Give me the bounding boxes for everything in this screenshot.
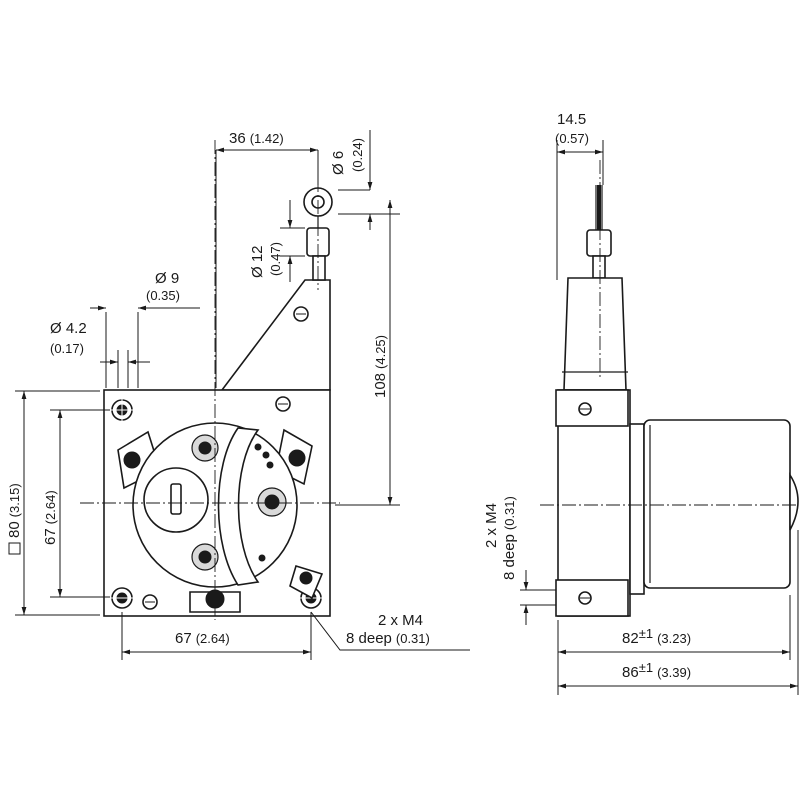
front-view <box>80 140 340 620</box>
slot-screw-icon <box>170 483 182 515</box>
dim-108-label: 108(4.25) <box>372 335 389 398</box>
drum-divider <box>217 427 260 586</box>
side-thread-note-line1: 2 x M4 <box>483 503 500 548</box>
small-screw-bl <box>142 594 158 610</box>
connector-center <box>257 487 287 517</box>
dim-36-label: 36(1.42) <box>229 130 284 147</box>
side-screw-top <box>578 402 592 416</box>
dim-14-5-imperial: (0.57) <box>555 131 589 146</box>
dim-eye-label: Ø 6 <box>330 151 347 175</box>
dim-86-label: 86±1(3.39) <box>622 660 691 681</box>
cable-strand <box>595 185 603 230</box>
dim-eye-imperial: (0.24) <box>350 138 365 172</box>
side-coupling <box>629 423 645 595</box>
square-symbol-icon <box>8 542 21 555</box>
mount-wedge <box>220 279 331 391</box>
side-dimensions <box>520 140 799 695</box>
thread-note-line2: 8 deep(0.31) <box>346 630 430 647</box>
side-encoder-cap <box>789 472 799 531</box>
side-top-block <box>555 389 629 427</box>
screw-icon <box>293 306 309 322</box>
dim-4-2-label: Ø 4.2 <box>50 320 87 337</box>
front-dimensions <box>8 130 470 660</box>
small-screw-tr <box>275 396 291 412</box>
side-view <box>540 160 799 617</box>
dim-14-5-label: 14.5 <box>557 111 586 128</box>
clip-bottom-right <box>289 564 324 600</box>
thread-note-line1: 2 x M4 <box>378 612 423 629</box>
indicator-dots <box>254 443 274 562</box>
connector-top <box>191 434 219 462</box>
side-neck <box>563 277 627 391</box>
dim-9-imperial: (0.35) <box>146 288 180 303</box>
cable-stem <box>312 255 326 281</box>
dim-67v-label: 67(2.64) <box>42 490 59 545</box>
corner-screw-tl <box>108 396 136 424</box>
corner-screw-bl <box>108 587 136 609</box>
side-cable-fitting <box>586 229 612 257</box>
front-labels: 36(1.42) Ø 6 (0.24) Ø 12 (0.47) Ø 9 (0.3… <box>6 130 430 647</box>
dim-67h-label: 67(2.64) <box>175 630 230 647</box>
side-thread-note-line2: 8 deep(0.31) <box>501 496 518 580</box>
dim-82-label: 82±1(3.23) <box>622 626 691 647</box>
dim-80-label: 80(3.15) <box>6 483 23 538</box>
side-encoder <box>643 419 791 589</box>
connector-bottom <box>191 543 219 571</box>
dim-4-2-imperial: (0.17) <box>50 341 84 356</box>
side-cable-stem <box>592 255 606 279</box>
dim-9-label: Ø 9 <box>155 270 179 287</box>
side-bottom-block <box>555 579 629 617</box>
side-labels: 14.5 (0.57) 2 x M4 8 deep(0.31) 82±1(3.2… <box>483 111 691 681</box>
side-body <box>557 389 631 617</box>
dim-cable-label: Ø 12 <box>249 245 266 278</box>
side-screw-bottom <box>578 591 592 605</box>
dim-cable-imperial: (0.47) <box>268 242 283 276</box>
